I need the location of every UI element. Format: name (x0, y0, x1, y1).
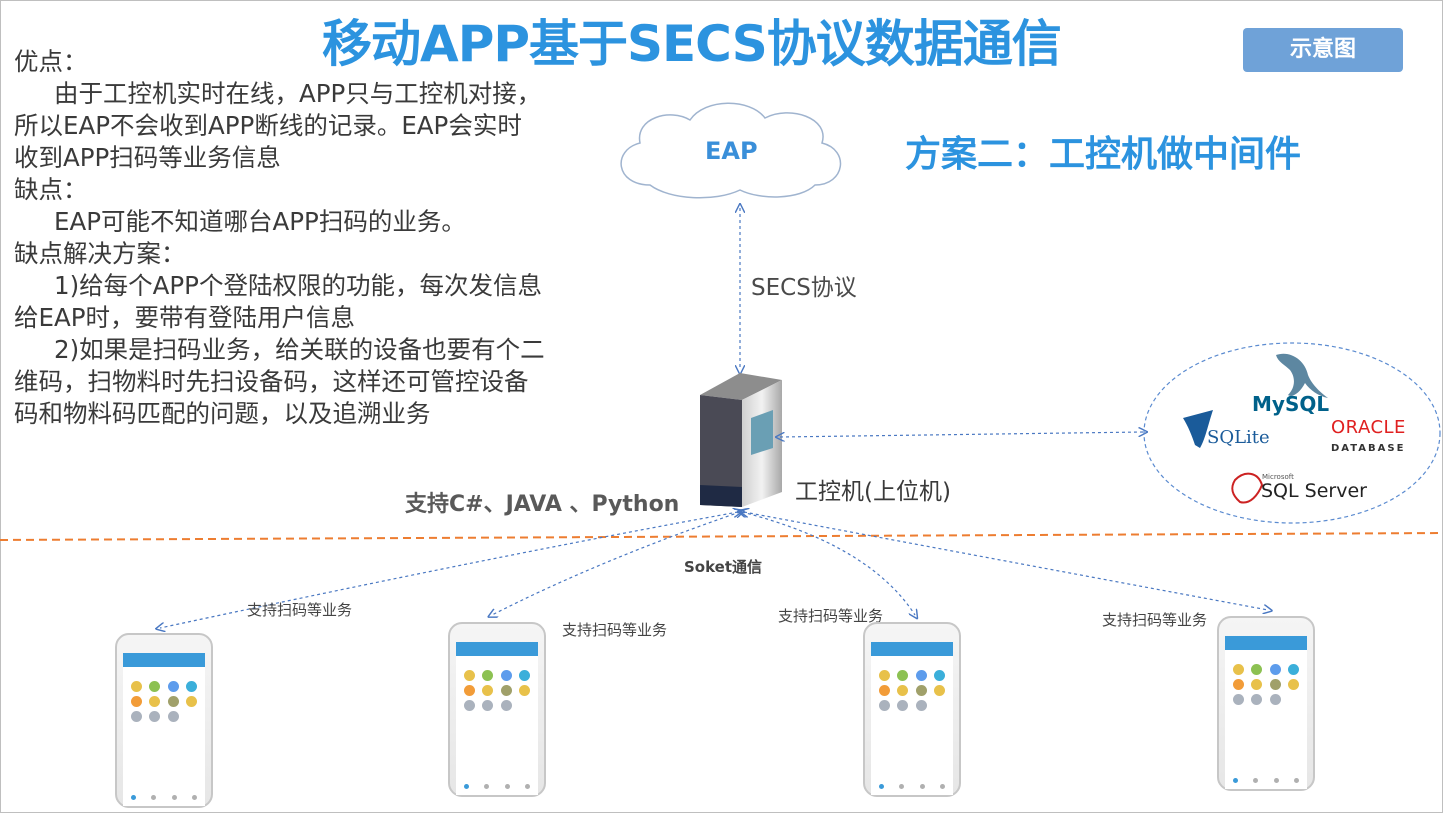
db-link-arrow (780, 432, 1143, 437)
scheme-subtitle: 方案二：工控机做中间件 (905, 134, 1302, 175)
sqlserver-icon (1231, 472, 1264, 504)
sqlserver-logo-text: SQL Server (1261, 480, 1367, 502)
sqlite-logo-text: SQLite (1207, 427, 1270, 448)
phone-4 (1217, 616, 1315, 791)
phone-1-app-bar (123, 653, 205, 667)
solution-2-line-1: 2)如果是扫码业务，给关联的设备也要有个二 (54, 335, 545, 364)
phone-1-app-grid (123, 667, 205, 722)
pros-line-1: 由于工控机实时在线，APP只与工控机对接， (54, 79, 542, 108)
phone-3-screen (871, 642, 953, 795)
phone-3-label: 支持扫码等业务 (778, 607, 884, 625)
phone-1 (115, 633, 213, 808)
cons-heading: 缺点： (14, 175, 88, 204)
phone-2-app-grid (456, 656, 538, 711)
sqlserver-brand-text: Microsoft (1262, 473, 1294, 481)
solution-2-line-2: 维码，扫物料时先扫设备码，这样还可管控设备 (14, 367, 529, 396)
phone-3-app-grid (871, 656, 953, 711)
pros-line-3: 收到APP扫码等业务信息 (14, 143, 281, 172)
solutions-heading: 缺点解决方案： (14, 239, 186, 268)
socket-arrow-phone-1 (160, 512, 738, 628)
oracle-logo-text: ORACLE (1331, 417, 1406, 438)
phone-3-tab-bar (871, 784, 953, 789)
phone-2-tab-bar (456, 784, 538, 789)
solution-1-line-2: 给EAP时，要带有登陆用户信息 (14, 303, 356, 332)
database-group (1143, 342, 1441, 524)
language-support-label: 支持C#、JAVA 、Python (405, 492, 680, 517)
phone-1-label: 支持扫码等业务 (247, 601, 353, 619)
pros-line-2: 所以EAP不会收到APP断线的记录。EAP会实时 (14, 111, 522, 140)
pros-heading: 优点： (14, 47, 88, 76)
phone-4-label: 支持扫码等业务 (1102, 611, 1208, 629)
diagram-badge: 示意图 (1243, 28, 1403, 72)
solution-2-line-3: 码和物料码匹配的问题，以及追溯业务 (14, 399, 431, 428)
phone-2-screen (456, 642, 538, 795)
section-divider (0, 532, 1443, 541)
server-label: 工控机(上位机) (795, 479, 951, 505)
mysql-logo-text: MySQL (1252, 392, 1330, 416)
solution-1-line-1: 1)给每个APP个登陆权限的功能，每次发信息 (54, 271, 542, 300)
mysql-dolphin-icon (1276, 353, 1328, 398)
cons-line-1: EAP可能不知道哪台APP扫码的业务。 (54, 207, 466, 236)
phone-4-app-grid (1225, 650, 1307, 705)
phone-2 (448, 622, 546, 797)
phone-2-label: 支持扫码等业务 (562, 621, 668, 639)
phone-2-app-bar (456, 642, 538, 656)
secs-protocol-label: SECS协议 (751, 275, 857, 301)
phone-3 (863, 622, 961, 797)
notes-block: 优点： 由于工控机实时在线，APP只与工控机对接， 所以EAP不会收到APP断线… (14, 46, 604, 430)
phone-1-tab-bar (123, 795, 205, 800)
sqlite-feather-icon (1183, 410, 1213, 448)
eap-cloud (620, 102, 842, 199)
phone-3-app-bar (871, 642, 953, 656)
phone-4-screen (1225, 636, 1307, 789)
phone-4-tab-bar (1225, 778, 1307, 783)
page-title: 移动APP基于SECS协议数据通信 (322, 15, 1062, 73)
server-icon (700, 373, 782, 507)
oracle-logo-subtext: DATABASE (1331, 443, 1406, 454)
socket-label: Soket通信 (684, 558, 763, 576)
phone-4-app-bar (1225, 636, 1307, 650)
socket-arrow-phone-2 (492, 512, 740, 615)
eap-label: EAP (705, 137, 758, 165)
phone-1-screen (123, 653, 205, 806)
socket-arrow-phone-4 (744, 512, 1268, 610)
